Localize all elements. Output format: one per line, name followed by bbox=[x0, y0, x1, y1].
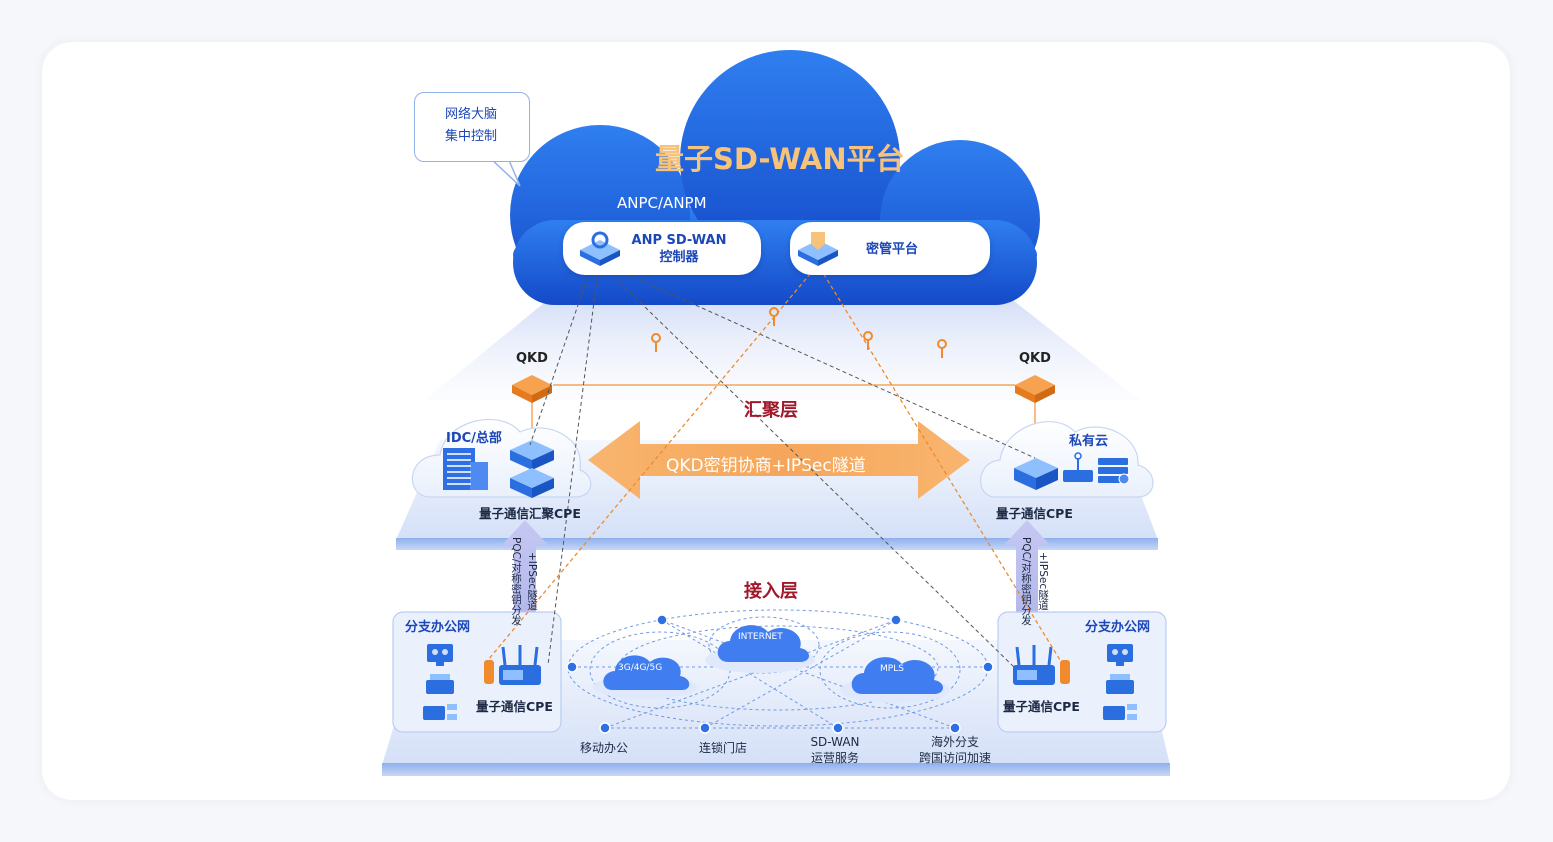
access-platform-edge bbox=[382, 763, 1170, 776]
controller-icon bbox=[580, 231, 620, 266]
router-icon bbox=[1063, 452, 1093, 482]
endpoint-overseas-line-1: 海外分支 bbox=[930, 735, 979, 749]
cpe-router-icon-right bbox=[1013, 645, 1070, 685]
branch-panel-right bbox=[997, 611, 1167, 733]
vertical-label-right-2: +IPSec隧道 bbox=[1037, 552, 1049, 611]
tunnel-arrow bbox=[588, 421, 970, 499]
vertical-label-left-1: PQC/对称密钥分发 bbox=[510, 537, 522, 626]
asg-device-icon-right bbox=[1014, 458, 1058, 490]
mpls-cloud bbox=[840, 657, 950, 703]
mpls-label: MPLS bbox=[880, 664, 904, 674]
folder-icon-right bbox=[1103, 704, 1137, 720]
server-icon bbox=[1098, 458, 1130, 485]
endpoint-chain-store: 连锁门店 bbox=[699, 741, 748, 755]
platform-title: 量子SD-WAN平台 bbox=[655, 142, 905, 176]
qkd-device-icon-right bbox=[1015, 375, 1055, 403]
vertical-label-left-2: +IPSec隧道 bbox=[526, 552, 538, 611]
cpe-label-right: 量子通信CPE bbox=[1003, 699, 1080, 714]
controller-label-line-2: 控制器 bbox=[659, 250, 699, 265]
qkd-label-right: QKD bbox=[1019, 351, 1051, 366]
bubble-line-1: 网络大脑 bbox=[444, 107, 497, 122]
aggregation-platform bbox=[396, 440, 1158, 540]
qkd-device-icon-left bbox=[512, 375, 552, 403]
cpe-router-icon-left bbox=[484, 645, 541, 685]
vertical-arrow-left bbox=[502, 520, 548, 640]
printer-icon bbox=[426, 674, 454, 694]
key-lines bbox=[487, 267, 1061, 661]
cpe-label-left: 量子通信CPE bbox=[476, 699, 553, 714]
endpoint-sdwan-line-2: 运营服务 bbox=[810, 751, 859, 765]
folder-icon bbox=[423, 704, 457, 720]
access-platform bbox=[382, 640, 1170, 765]
endpoint-mobile-office: 移动办公 bbox=[580, 741, 629, 755]
branch-title-right: 分支办公网 bbox=[1085, 620, 1151, 635]
internet-cloud bbox=[705, 625, 815, 673]
kms-icon bbox=[798, 232, 838, 266]
controller-label-line-1: ANP SD-WAN bbox=[631, 233, 727, 248]
speech-bubble-text: 网络大脑 集中控制 bbox=[414, 104, 528, 148]
network-nodes bbox=[566, 614, 994, 734]
key-icon bbox=[651, 307, 947, 358]
bubble-tail bbox=[488, 157, 521, 187]
access-layer-title: 接入层 bbox=[744, 581, 798, 602]
endpoint-sdwan-service: SD-WAN 运营服务 bbox=[800, 734, 870, 766]
internet-label: INTERNET bbox=[738, 632, 783, 642]
vertical-label-right-1: PQC/对称密钥分发 bbox=[1020, 537, 1032, 626]
mobile-network-cloud bbox=[593, 655, 697, 699]
controller-label: ANP SD-WAN 控制器 bbox=[623, 232, 735, 266]
idc-title: IDC/总部 bbox=[446, 431, 502, 446]
endpoint-overseas-line-2: 跨国访问加速 bbox=[918, 751, 991, 765]
tunnel-label: QKD密钥协商+IPSec隧道 bbox=[666, 456, 866, 476]
user-pc-icon-right bbox=[1107, 644, 1133, 666]
building-icon bbox=[443, 448, 488, 490]
private-cpe-label: 量子通信CPE bbox=[996, 506, 1073, 521]
endpoint-overseas-branch: 海外分支 跨国访问加速 bbox=[912, 734, 998, 766]
aggregation-layer-title: 汇聚层 bbox=[744, 400, 798, 421]
control-lines bbox=[529, 261, 1036, 669]
cloud-beam bbox=[425, 290, 1140, 400]
vertical-arrow-right bbox=[1004, 520, 1050, 640]
aggregation-platform-edge bbox=[396, 538, 1158, 550]
speech-bubble bbox=[414, 92, 530, 162]
branch-title-left: 分支办公网 bbox=[405, 620, 471, 635]
printer-icon-right bbox=[1106, 674, 1134, 694]
user-pc-icon bbox=[427, 644, 453, 666]
qkd-label-left: QKD bbox=[516, 351, 548, 366]
bubble-line-2: 集中控制 bbox=[444, 129, 497, 144]
asg-device-icon bbox=[510, 440, 554, 498]
aggregation-cpe-label: 量子通信汇聚CPE bbox=[479, 506, 581, 521]
branch-panel-left bbox=[392, 611, 562, 733]
platform-subtitle: ANPC/ANPM bbox=[617, 194, 707, 212]
private-cloud-title: 私有云 bbox=[1069, 434, 1109, 449]
mobile-network-label: 3G/4G/5G bbox=[618, 663, 663, 673]
endpoint-sdwan-line-1: SD-WAN bbox=[810, 735, 860, 749]
kms-label: 密管平台 bbox=[866, 242, 919, 257]
